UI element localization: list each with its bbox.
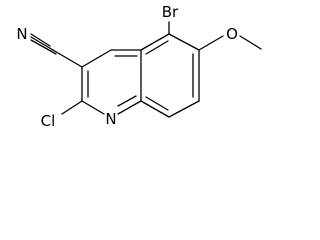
bond-c6-o xyxy=(198,35,224,51)
bond-c2-n1 xyxy=(81,100,105,115)
bond-nitrile-triple-1 xyxy=(30,33,51,47)
bond-nitrile-triple-3 xyxy=(30,39,57,55)
bond-c4-c3 xyxy=(81,49,112,68)
bond-n1-c8a xyxy=(117,100,142,115)
chlorine-label: Cl xyxy=(41,112,56,130)
pyridine-ring xyxy=(81,49,142,115)
ring-nitrogen-label: N xyxy=(105,110,116,128)
nitrile-nitrogen-label: N xyxy=(16,25,27,43)
bond-c8-c8a xyxy=(140,100,170,118)
bond-o-ch3 xyxy=(239,35,262,50)
bond-c2-cl xyxy=(61,100,83,115)
bond-c8-c8a-inner xyxy=(145,96,169,111)
bond-c7-c8 xyxy=(168,100,200,118)
bond-nitrile-triple-2 xyxy=(30,36,54,51)
methoxy-oxygen-label: O xyxy=(226,25,238,43)
benzene-ring xyxy=(140,33,200,118)
bond-n1-c8a-inner xyxy=(117,95,137,107)
bond-c4a-c5 xyxy=(140,33,170,51)
bromine-label: Br xyxy=(162,3,179,21)
bond-c4a-c5-inner xyxy=(145,40,169,55)
bond-c5-c6 xyxy=(168,33,200,51)
atom-labels: Br O N N Cl xyxy=(16,3,238,130)
substituent-bonds xyxy=(30,21,262,115)
molecule-structure: Br O N N Cl xyxy=(16,3,262,130)
bond-c3-cn xyxy=(52,49,83,68)
